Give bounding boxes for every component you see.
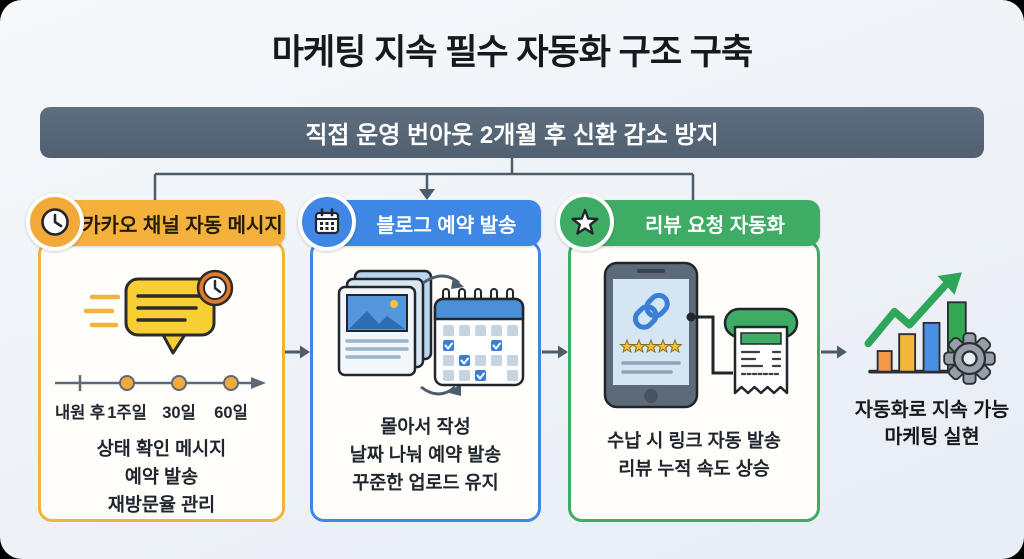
timeline-labels: 내원 후 1주일 30일 60일 xyxy=(49,399,274,422)
card-kakao-body: 내원 후 1주일 30일 60일 상태 확인 메시지 예약 발송 재방문율 관리 xyxy=(38,240,285,522)
card-review-automation: 리뷰 요청 자동화 xyxy=(556,193,820,522)
flow-arrow-icon xyxy=(542,345,568,359)
outcome-line: 마케팅 실현 xyxy=(884,426,980,449)
card-review-summary: 수납 시 링크 자동 발송 리뷰 누적 속도 상승 xyxy=(607,427,781,483)
outcome-text: 자동화로 지속 가능 마케팅 실현 xyxy=(840,397,1024,452)
page-title: 마케팅 지속 필수 자동화 구조 구축 xyxy=(271,33,753,72)
summary-line: 몰아서 작성 xyxy=(380,416,471,437)
card-blog-body: 몰아서 작성 날짜 나눠 예약 발송 꾸준한 업로드 유지 xyxy=(310,240,541,522)
subtitle-banner-text: 직접 운영 번아웃 2개월 후 신환 감소 방지 xyxy=(305,122,719,149)
gear-icon xyxy=(943,332,996,385)
timeline xyxy=(55,375,266,391)
timeline-label: 1주일 xyxy=(107,404,147,422)
summary-line: 수납 시 링크 자동 발송 xyxy=(607,430,781,451)
outcome-block: 자동화로 지속 가능 마케팅 실현 xyxy=(840,270,1024,452)
phone-receipt-illustration xyxy=(603,261,798,409)
speech-bubble-icon xyxy=(83,269,233,355)
pages-calendar-illustration xyxy=(337,269,525,396)
subtitle-banner: 직접 운영 번아웃 2개월 후 신환 감소 방지 xyxy=(40,107,984,158)
growth-chart-icon xyxy=(864,272,996,385)
card-review-header-label: 리뷰 요청 자동화 xyxy=(645,214,785,237)
summary-line: 리뷰 누적 속도 상승 xyxy=(618,457,770,479)
flow-arrow-icon xyxy=(284,345,310,359)
summary-line: 예약 발송 xyxy=(124,465,199,487)
timeline-label: 60일 xyxy=(214,404,248,422)
card-blog-scheduled-post: 블로그 예약 발송 xyxy=(298,193,541,522)
card-kakao-header-label: 카카오 채널 자동 메시지 xyxy=(82,214,283,237)
outcome-line: 자동화로 지속 가능 xyxy=(854,399,1010,421)
card-kakao-auto-message: 카카오 채널 자동 메시지 xyxy=(26,193,285,522)
calendar-icon xyxy=(298,193,356,251)
star-icon xyxy=(556,193,614,251)
card-review-body: 수납 시 링크 자동 발송 리뷰 누적 속도 상승 xyxy=(568,240,820,522)
card-kakao-summary: 상태 확인 메시지 예약 발송 재방문율 관리 xyxy=(97,435,226,518)
clock-icon xyxy=(26,193,84,251)
flow-arrow-icon xyxy=(821,345,847,359)
card-blog-header-label: 블로그 예약 발송 xyxy=(376,214,517,237)
summary-line: 날짜 나눠 예약 발송 xyxy=(349,443,502,465)
summary-line: 재방문율 관리 xyxy=(107,493,216,515)
timeline-label: 30일 xyxy=(162,404,196,422)
summary-line: 꾸준한 업로드 유지 xyxy=(352,471,499,493)
timeline-label: 내원 후 xyxy=(54,404,106,422)
card-blog-summary: 몰아서 작성 날짜 나눠 예약 발송 꾸준한 업로드 유지 xyxy=(350,413,502,496)
summary-line: 상태 확인 메시지 xyxy=(96,438,227,459)
